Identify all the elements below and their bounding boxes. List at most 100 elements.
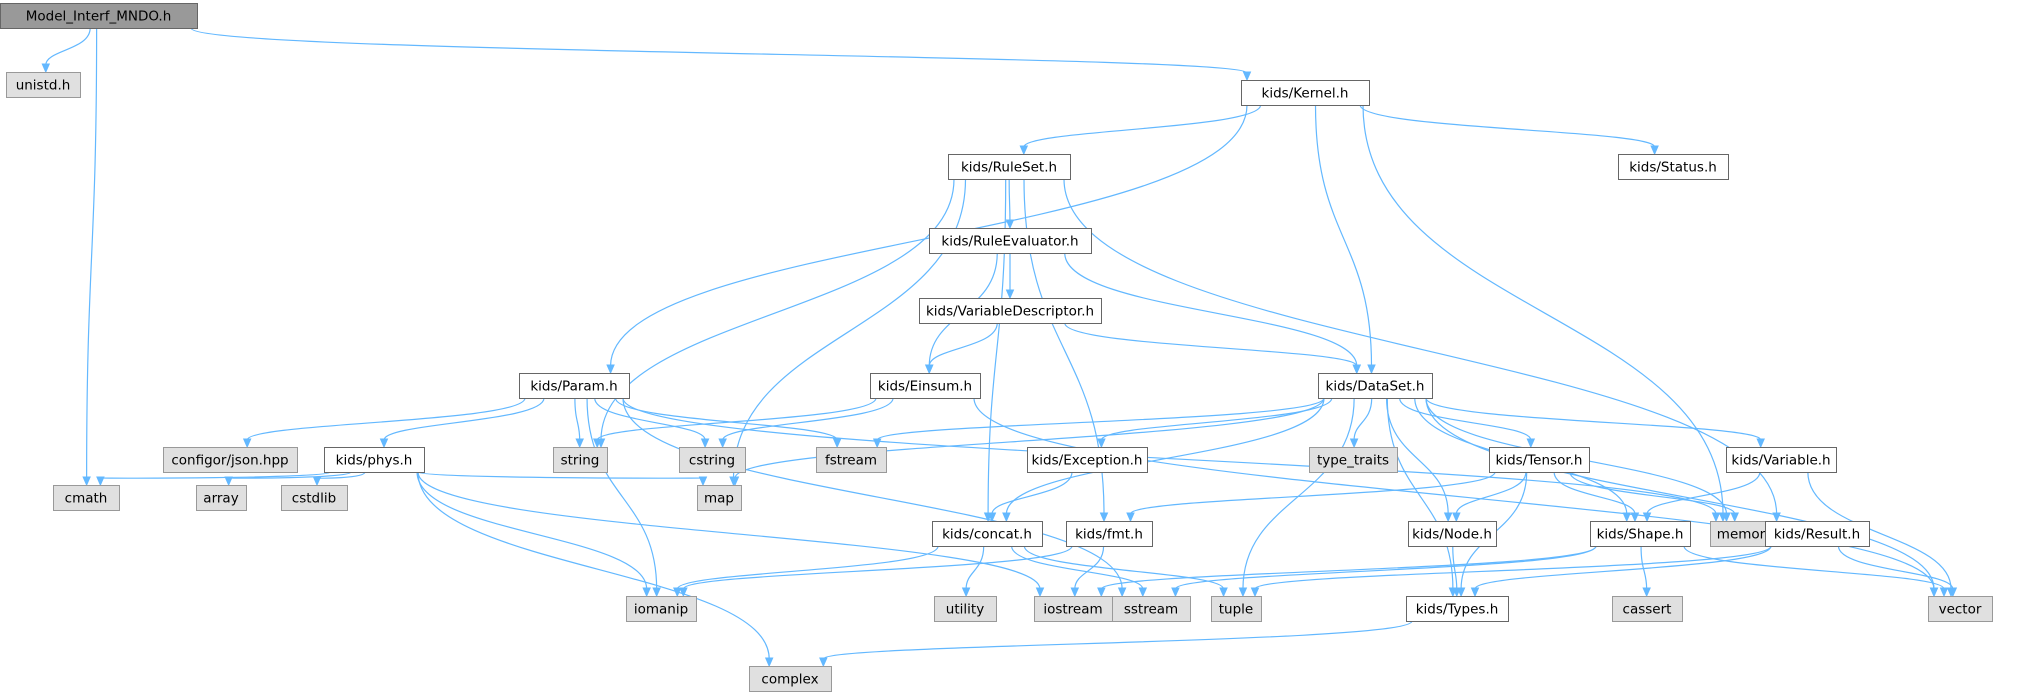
node-label: kids/DataSet.h	[1326, 379, 1425, 395]
node-label: configor/json.hpp	[171, 453, 288, 469]
edge-arrowhead	[1730, 512, 1739, 523]
node-box	[1406, 596, 1509, 622]
edge-line	[1008, 178, 1011, 222]
edge-phys-to-map	[417, 471, 708, 487]
edge-kernel-to-param	[606, 104, 1248, 375]
node-ruleeval[interactable]: kids/RuleEvaluator.h	[929, 228, 1092, 254]
edge-line	[1474, 545, 1772, 590]
edge-arrowhead	[730, 476, 740, 487]
edge-line	[1353, 397, 1373, 441]
node-box	[1408, 521, 1497, 547]
edge-arrowhead	[698, 476, 708, 487]
edge-line	[1129, 471, 1496, 515]
node-box	[626, 596, 697, 622]
node-box	[1309, 447, 1398, 473]
node-label: kids/Kernel.h	[1262, 86, 1349, 102]
node-model[interactable]: Model_Interf_MNDO.h	[0, 3, 198, 29]
edge-arrowhead	[82, 476, 91, 487]
edge-arrowhead	[961, 587, 971, 598]
node-label: kids/Node.h	[1412, 527, 1492, 543]
edge-arrowhead	[1722, 512, 1731, 523]
node-label: iomanip	[634, 602, 688, 618]
edge-line	[676, 545, 939, 590]
node-box	[1066, 521, 1153, 547]
node-box	[948, 154, 1071, 180]
node-node[interactable]: kids/Node.h	[1408, 521, 1497, 547]
edge-line	[1362, 104, 1724, 515]
node-label: tuple	[1219, 602, 1253, 618]
edge-line	[1399, 397, 1532, 441]
edge-phys-to-iomanip	[416, 471, 651, 598]
node-param[interactable]: kids/Param.h	[519, 373, 630, 399]
node-result[interactable]: kids/Result.h	[1765, 521, 1870, 547]
node-box	[1318, 373, 1433, 399]
edge-kernel-to-dataset	[1314, 104, 1376, 375]
node-box	[196, 485, 247, 511]
edge-arrowhead	[987, 512, 997, 523]
edge-result-to-vector	[1837, 545, 1958, 598]
edge-phys-to-array	[224, 471, 352, 487]
node-ruleset[interactable]: kids/RuleSet.h	[948, 154, 1071, 180]
edge-arrowhead	[379, 438, 389, 449]
edge-arrowhead	[1070, 587, 1080, 598]
edge-param-to-sstream	[622, 397, 1127, 598]
edge-ruleeval-to-dataset	[1064, 252, 1362, 375]
node-string: string	[553, 447, 608, 473]
edge-line	[86, 27, 98, 479]
edge-line	[1640, 545, 1648, 590]
edge-line	[1314, 104, 1373, 367]
edge-arrowhead	[1250, 587, 1260, 598]
node-label: cstdlib	[292, 491, 336, 507]
edge-ruleset-to-string	[596, 178, 955, 449]
node-tensor[interactable]: kids/Tensor.h	[1489, 447, 1590, 473]
edge-fmt-to-iostream	[1070, 545, 1105, 598]
edge-line	[1023, 545, 1225, 590]
edge-kernel-to-ruleset	[1019, 104, 1262, 156]
node-vardesc[interactable]: kids/VariableDescriptor.h	[919, 298, 1102, 324]
edge-param-to-cstring	[594, 397, 710, 449]
node-box	[929, 228, 1092, 254]
edge-phys-to-cstdlib	[312, 471, 366, 487]
edge-types-to-complex	[819, 620, 1413, 668]
node-exception[interactable]: kids/Exception.h	[1027, 447, 1148, 473]
node-concat[interactable]: kids/concat.h	[932, 521, 1043, 547]
node-kernel[interactable]: kids/Kernel.h	[1241, 80, 1370, 106]
node-tuple: tuple	[1211, 596, 1262, 622]
node-shape[interactable]: kids/Shape.h	[1590, 521, 1691, 547]
edge-dataset-to-node	[1385, 397, 1453, 523]
edge-line	[417, 471, 770, 660]
edge-phys-to-cmath	[96, 471, 332, 487]
node-box	[1618, 154, 1729, 180]
edge-concat-to-sstream	[1011, 545, 1148, 598]
edge-arrowhead	[1443, 512, 1453, 523]
edge-arrowhead	[41, 63, 51, 74]
node-label: type_traits	[1317, 453, 1389, 469]
edge-line	[416, 471, 648, 590]
edge-arrowhead	[642, 587, 651, 598]
node-box	[1928, 596, 1993, 622]
node-label: kids/Status.h	[1629, 160, 1717, 176]
node-label: kids/Param.h	[530, 379, 617, 395]
edge-arrowhead	[1756, 438, 1765, 449]
node-box	[1612, 596, 1683, 622]
node-complex: complex	[749, 666, 832, 692]
node-dataset[interactable]: kids/DataSet.h	[1318, 373, 1433, 399]
node-label: kids/phys.h	[336, 453, 413, 469]
edge-layer	[41, 27, 1958, 668]
node-box	[870, 373, 981, 399]
node-phys[interactable]: kids/phys.h	[324, 447, 425, 473]
node-label: kids/Exception.h	[1031, 453, 1142, 469]
node-status[interactable]: kids/Status.h	[1618, 154, 1729, 180]
edge-arrowhead	[924, 364, 934, 375]
edge-arrowhead	[224, 476, 233, 487]
node-cstdlib: cstdlib	[281, 485, 348, 511]
node-box	[1027, 447, 1148, 473]
edge-line	[1254, 545, 1772, 590]
node-fmt[interactable]: kids/fmt.h	[1066, 521, 1153, 547]
node-variable[interactable]: kids/Variable.h	[1726, 447, 1837, 473]
node-types[interactable]: kids/Types.h	[1406, 596, 1509, 622]
node-einsum[interactable]: kids/Einsum.h	[870, 373, 981, 399]
edge-arrowhead	[1939, 587, 1949, 598]
edge-line	[1100, 545, 1597, 590]
